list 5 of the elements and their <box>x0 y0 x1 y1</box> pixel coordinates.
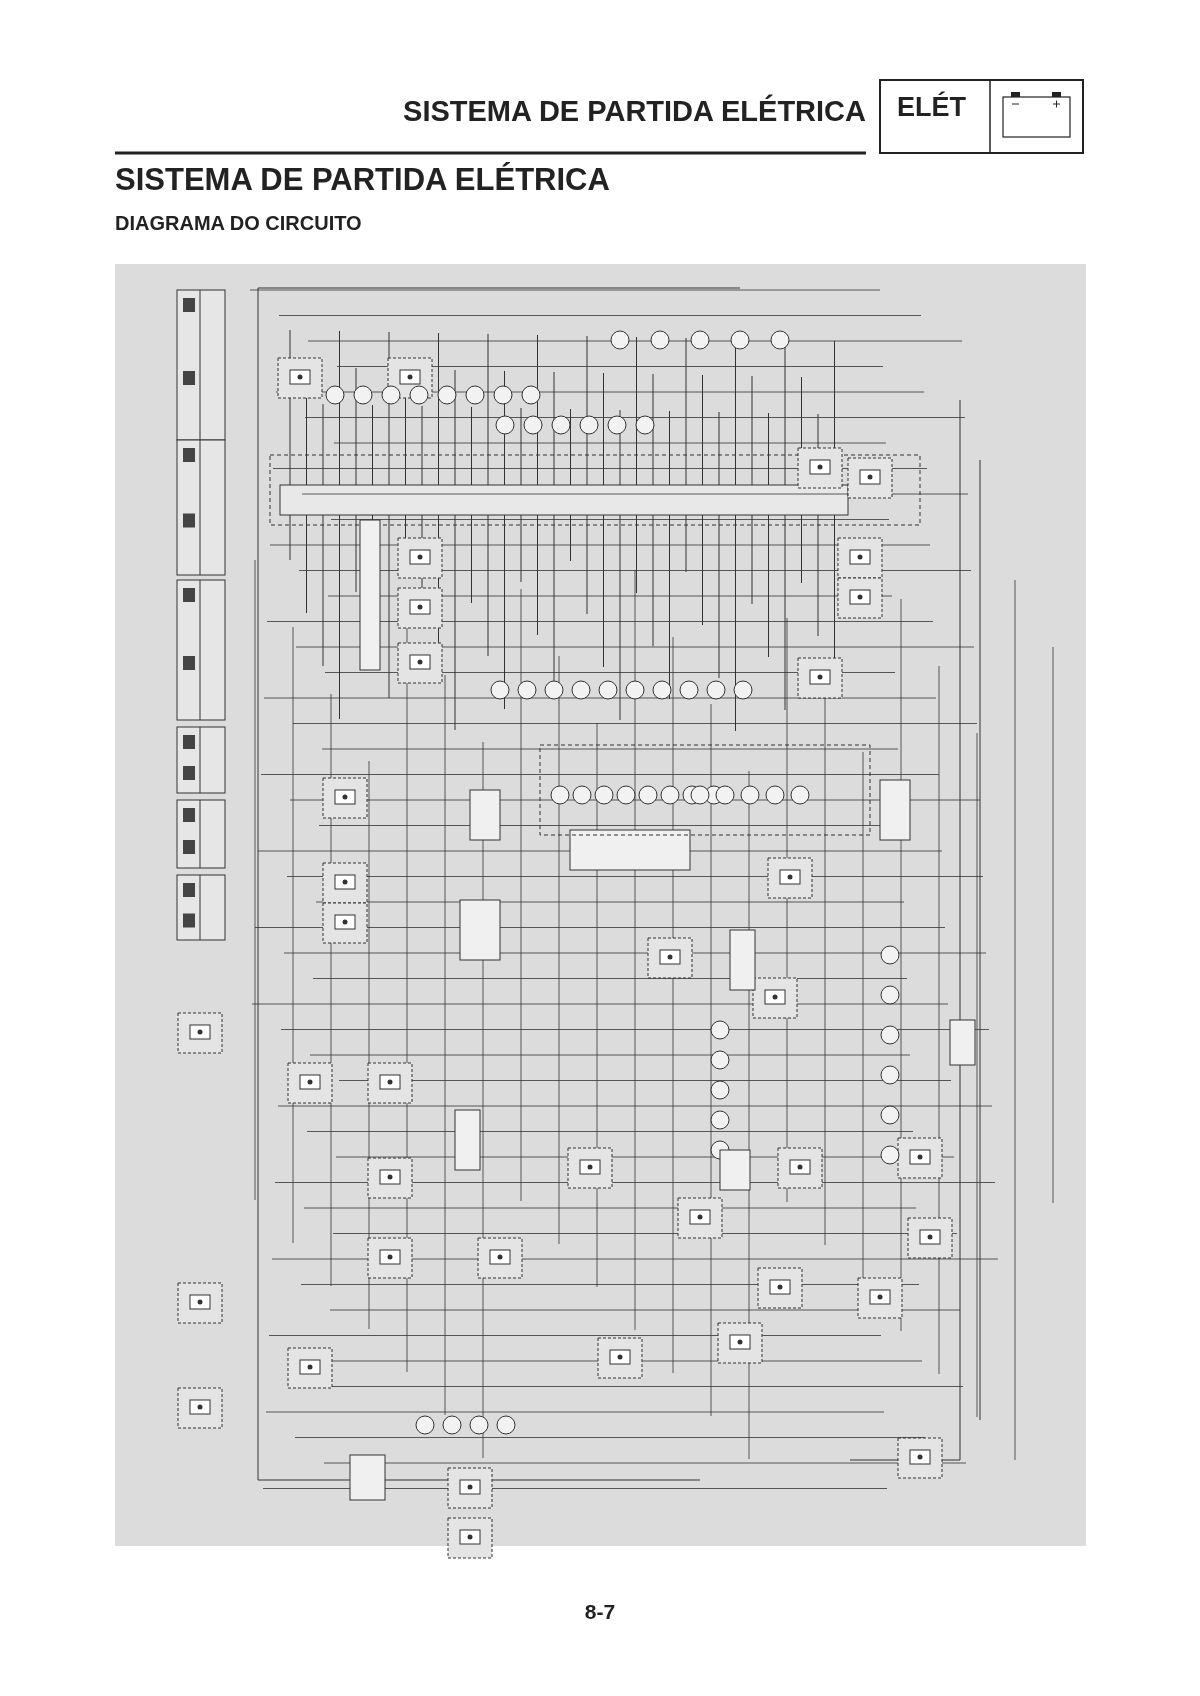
page-number: 8-7 <box>584 1600 616 1624</box>
section-tab-label: ELÉT <box>897 92 966 123</box>
section-heading: SISTEMA DE PARTIDA ELÉTRICA <box>115 162 610 198</box>
subsection-heading: DIAGRAMA DO CIRCUITO <box>115 212 362 235</box>
page-header-title: SISTEMA DE PARTIDA ELÉTRICA <box>403 95 866 128</box>
